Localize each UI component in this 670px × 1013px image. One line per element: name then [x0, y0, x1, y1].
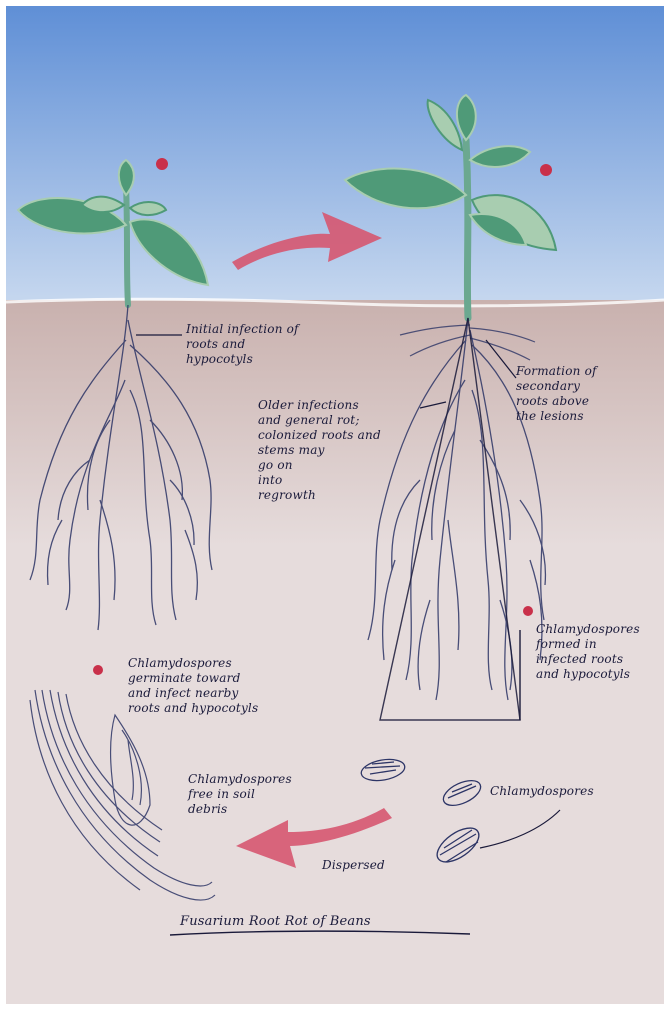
- label-chlamydospores-germinate: Chlamydospores germinate toward and infe…: [128, 656, 258, 716]
- label-older-infections: Older infections and general rot; coloni…: [258, 398, 381, 503]
- label-chlamydospores-formed: Chlamydospores formed in infected roots …: [536, 622, 640, 682]
- label-chlamydospores: Chlamydospores: [490, 784, 594, 799]
- label-formation-secondary-roots: Formation of secondary roots above the l…: [516, 364, 597, 424]
- sky-background: [6, 6, 664, 306]
- marker-dot-germination: [93, 665, 103, 675]
- label-initial-infection: Initial infection of roots and hypocotyl…: [186, 322, 299, 367]
- marker-dot-roots: [523, 606, 533, 616]
- illustration-title: Fusarium Root Rot of Beans: [180, 914, 371, 929]
- older-plant-stem: [466, 140, 468, 318]
- label-dispersal: Dispersed: [322, 858, 385, 873]
- marker-dot-top-right: [540, 164, 552, 176]
- young-plant-stem: [126, 185, 128, 305]
- marker-dot-top-left: [156, 158, 168, 170]
- young-plant-leaf-top-right: [130, 202, 166, 215]
- label-chlamydospores-free-in-soil: Chlamydospores free in soil debris: [188, 772, 292, 817]
